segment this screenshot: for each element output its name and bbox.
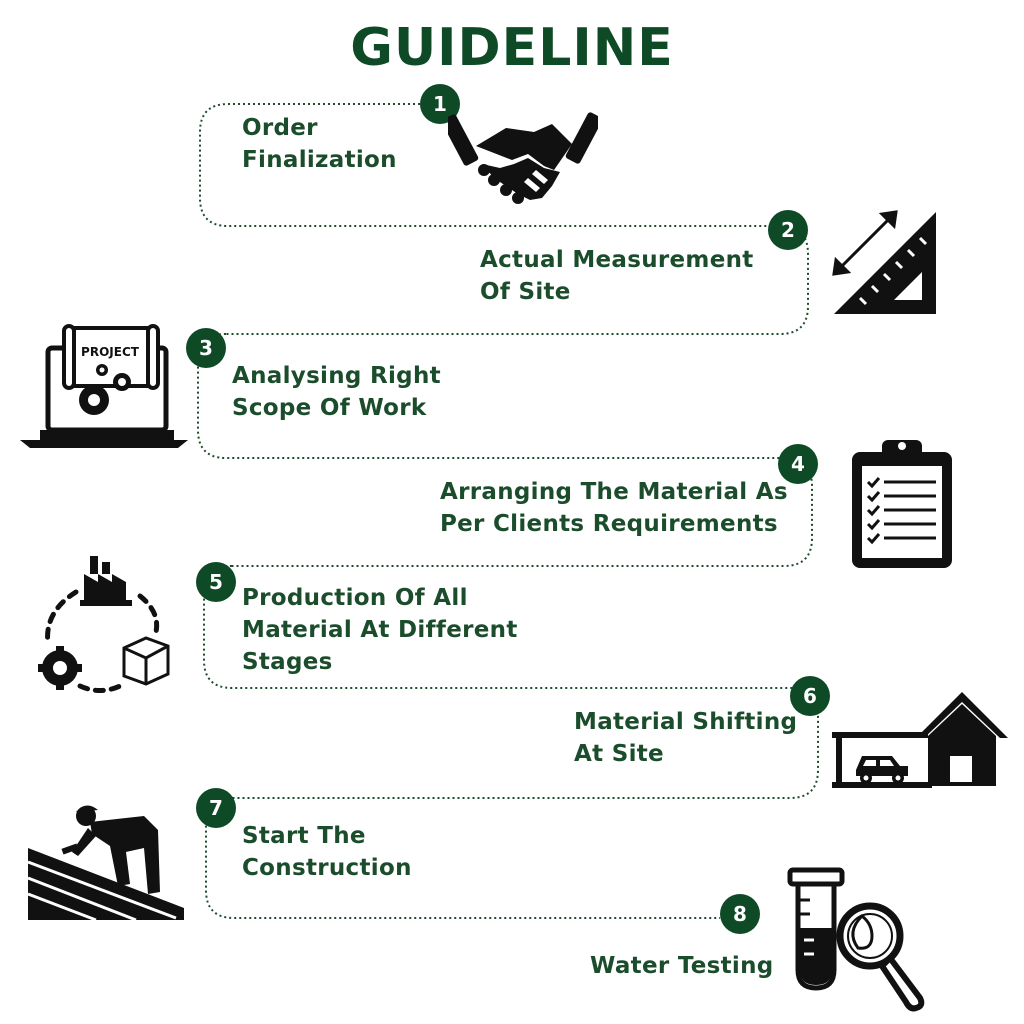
step-7-badge: 7 xyxy=(196,788,236,828)
step-5-badge: 5 xyxy=(196,562,236,602)
handshake-icon xyxy=(448,112,598,204)
step-2-badge: 2 xyxy=(768,210,808,250)
clipboard-checklist-icon xyxy=(852,440,952,568)
step-8-badge: 8 xyxy=(720,894,760,934)
step-6-badge: 6 xyxy=(790,676,830,716)
step-6-label: Material Shifting At Site xyxy=(574,709,798,767)
step-5-label: Production Of All Material At Different … xyxy=(242,585,518,675)
step-1-label: Order Finalization xyxy=(242,115,397,173)
roofer-worker-icon xyxy=(27,805,184,922)
production-cycle-icon xyxy=(38,556,170,693)
project-icon-text: PROJECT xyxy=(81,345,140,359)
set-square-ruler-icon xyxy=(832,210,936,314)
laptop-project-icon: PROJECT xyxy=(20,324,188,448)
step-3-badge: 3 xyxy=(186,328,226,368)
step-3-label: Analysing Right Scope Of Work xyxy=(232,363,441,421)
page-title: GUIDELINE xyxy=(350,18,674,78)
house-garage-icon xyxy=(832,692,1008,788)
step-4-label: Arranging The Material As Per Clients Re… xyxy=(440,479,788,537)
step-4-badge: 4 xyxy=(778,444,818,484)
step-8-label: Water Testing xyxy=(590,953,774,979)
step-2-label: Actual Measurement Of Site xyxy=(480,247,754,305)
step-7-label: Start The Construction xyxy=(242,823,412,881)
test-tube-magnifier-icon xyxy=(787,867,925,1012)
